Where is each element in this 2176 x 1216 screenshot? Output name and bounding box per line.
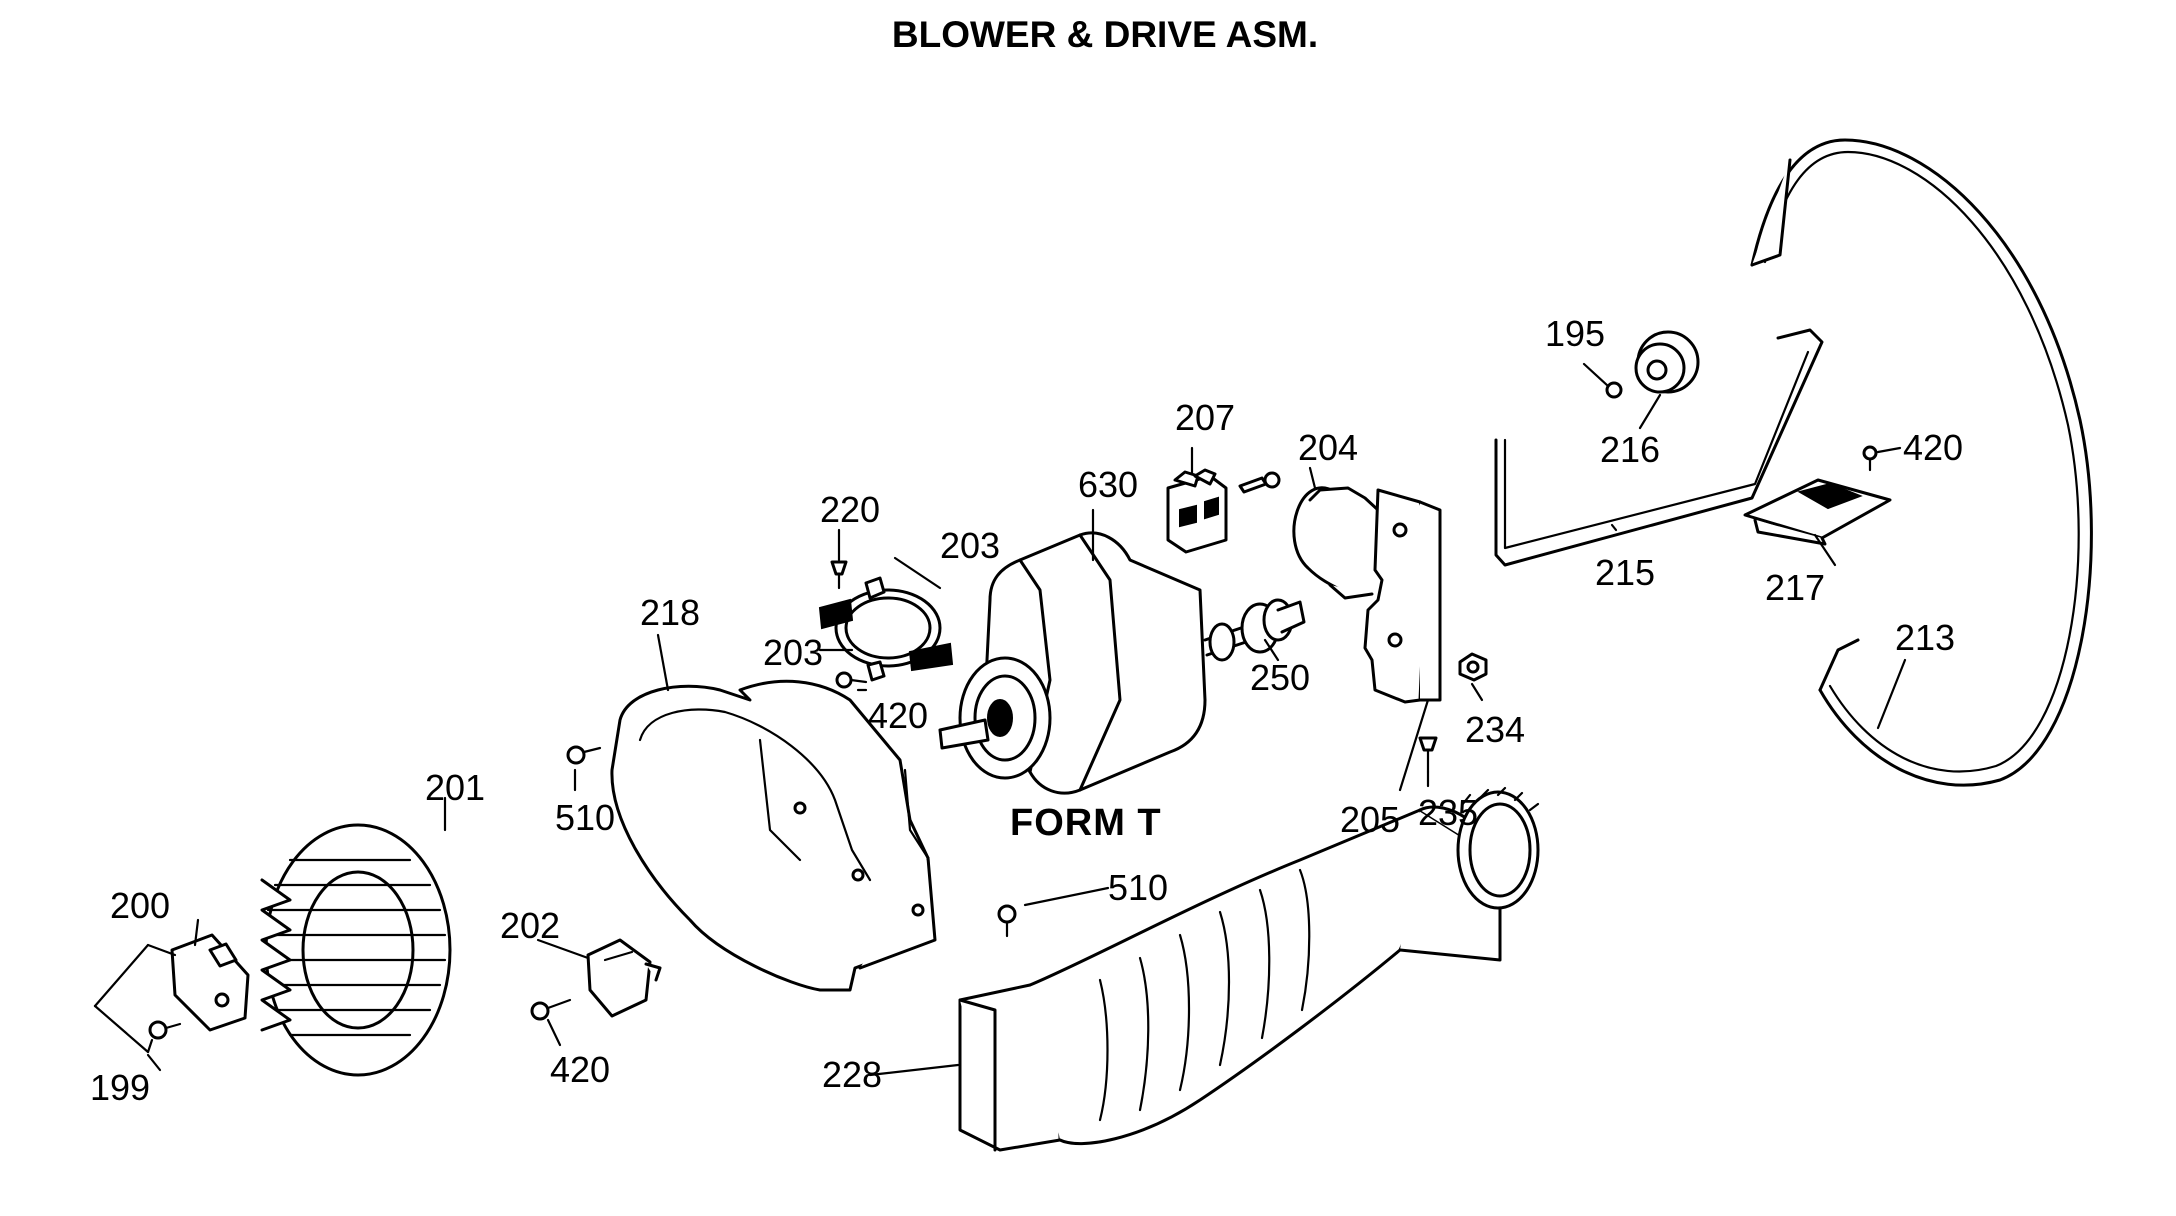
callout-201: 201	[425, 767, 485, 808]
callout-420-left: 420	[550, 1049, 610, 1090]
form-label: FORM T	[1010, 802, 1162, 844]
callout-218: 218	[640, 592, 700, 633]
callout-220: 220	[820, 489, 880, 530]
drive-motor-630	[938, 531, 1306, 795]
callout-203-upper: 203	[940, 525, 1000, 566]
callout-195: 195	[1545, 313, 1605, 354]
blower-clip-200	[170, 918, 250, 1032]
callout-199: 199	[90, 1067, 150, 1108]
motor-clamp-ring-203	[818, 576, 954, 682]
housing-bracket-202	[586, 938, 662, 1018]
drive-belt-213	[1750, 138, 2093, 787]
screw-199	[148, 1020, 182, 1040]
idler-bracket-217	[1743, 478, 1892, 546]
callout-235: 235	[1418, 792, 1478, 833]
screw-220	[830, 560, 848, 590]
callout-510-left: 510	[555, 797, 615, 838]
callout-630: 630	[1078, 464, 1138, 505]
callout-204: 204	[1298, 427, 1358, 468]
callout-200: 200	[110, 885, 170, 926]
callout-216: 216	[1600, 429, 1660, 470]
screw-510-duct	[997, 904, 1017, 938]
callout-420-motor: 420	[868, 695, 928, 736]
screw-420-right	[1862, 445, 1878, 472]
exhaust-duct-228	[958, 786, 1540, 1152]
washer-195	[1605, 381, 1623, 399]
motor-switch-207	[1166, 468, 1228, 554]
diagram-title: BLOWER & DRIVE ASM.	[892, 14, 1318, 55]
screw-207	[1238, 471, 1281, 494]
motor-bracket-205	[1363, 488, 1442, 704]
callout-215: 215	[1595, 552, 1655, 593]
callout-228: 228	[822, 1054, 882, 1095]
idler-arm-215	[1494, 328, 1824, 567]
screw-235	[1418, 736, 1438, 774]
callout-207: 207	[1175, 397, 1235, 438]
callout-250: 250	[1250, 657, 1310, 698]
callout-205: 205	[1340, 799, 1400, 840]
nut-234	[1458, 652, 1488, 682]
blower-housing-218	[610, 679, 937, 992]
callout-510-duct: 510	[1108, 867, 1168, 908]
screw-420-motor	[835, 671, 868, 689]
screw-510-left	[566, 745, 602, 765]
callout-234: 234	[1465, 709, 1525, 750]
screw-420-left	[530, 998, 572, 1021]
blower-wheel-201	[260, 823, 452, 1077]
callout-202: 202	[500, 905, 560, 946]
motor-clamp-204	[1292, 486, 1380, 600]
leader-lines	[93, 362, 1907, 1077]
idler-pulley-216	[1634, 330, 1700, 394]
callout-420-right: 420	[1903, 427, 1963, 468]
callout-217: 217	[1765, 567, 1825, 608]
callout-213: 213	[1895, 617, 1955, 658]
callout-203-lower: 203	[763, 632, 823, 673]
